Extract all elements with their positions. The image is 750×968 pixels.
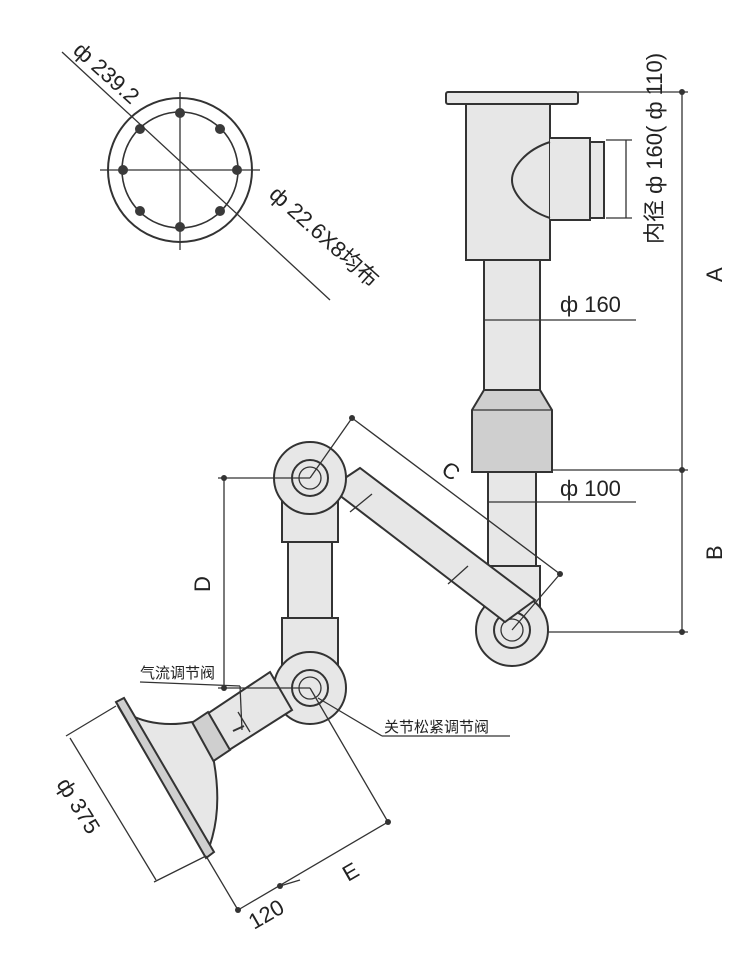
dimension-120-label: 120 (244, 894, 288, 934)
left-vertical-tube (287, 541, 333, 623)
airflow-valve-label: 气流调节阀 (140, 665, 215, 682)
joint-valve-label: 关节松紧调节阀 (384, 719, 489, 736)
upper-tube (483, 259, 541, 391)
dimension-lower-tube: ф 100 (488, 476, 636, 503)
bolt-hole (175, 108, 185, 118)
lower-tube-diameter-label: ф 100 (560, 476, 621, 501)
dimension-e-120: E 120 (205, 687, 391, 934)
bolt-hole (232, 165, 242, 175)
bolt-holes-label: ф 22.6X8均布 (265, 181, 384, 292)
dimension-d: D (190, 475, 310, 691)
dimension-a-label: A (702, 267, 727, 282)
bolt-hole (118, 165, 128, 175)
mounting-flange (445, 91, 579, 105)
hood-rim (114, 696, 216, 860)
dimension-upper-tube: ф 160 (484, 292, 636, 321)
dimension-outlet: 内径 ф 160( ф 110) (606, 53, 667, 244)
joint-valve-note: 关节松紧调节阀 (317, 697, 510, 737)
bolt-hole (215, 206, 225, 216)
outlet-diameter-label: 内径 ф 160( ф 110) (642, 53, 667, 244)
mounting-assembly (445, 91, 605, 613)
bolt-hole (135, 206, 145, 216)
bolt-hole (135, 124, 145, 134)
dimension-c-label: C (437, 456, 465, 486)
airflow-valve-note: 气流调节阀 (139, 665, 243, 731)
bolt-hole (175, 222, 185, 232)
dimension-b-label: B (702, 545, 727, 560)
hood-assembly (114, 670, 294, 860)
mounting-body (465, 103, 551, 261)
side-outlet (550, 137, 591, 221)
bolt-hole (215, 124, 225, 134)
dimension-a-b: A B (548, 89, 727, 635)
flange-top-view: ф 239.2 ф 22.6X8均布 (61, 37, 384, 301)
reducer (471, 389, 553, 473)
dimension-e-label: E (338, 857, 363, 886)
lower-vertical-tube (487, 471, 537, 573)
flange-diameter-label: ф 239.2 (69, 37, 145, 109)
diagonal-arm (328, 466, 537, 624)
dimension-d-label: D (190, 576, 215, 592)
upper-tube-diameter-label: ф 160 (560, 292, 621, 317)
